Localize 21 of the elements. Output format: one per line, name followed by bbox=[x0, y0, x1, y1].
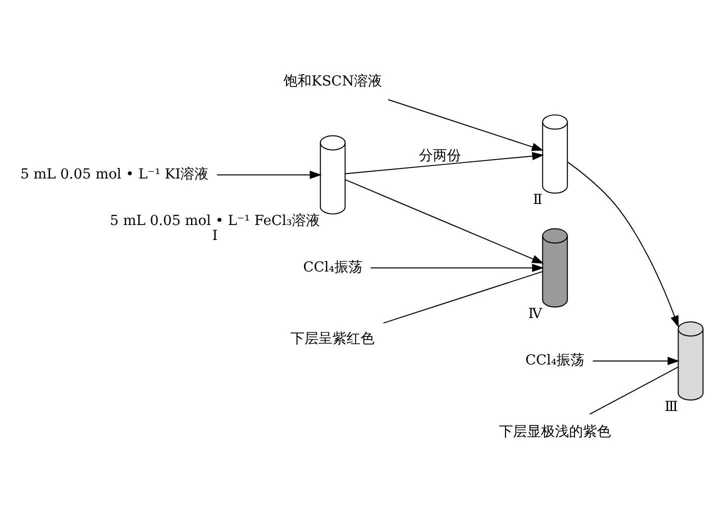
node-text: 下层呈紫红色 bbox=[290, 330, 375, 347]
node-label: Ⅲ bbox=[664, 399, 678, 416]
edge-label: 分两份 bbox=[419, 148, 462, 164]
node-label: Ⅰ bbox=[212, 228, 218, 244]
node-text: CCl₄振荡 bbox=[303, 260, 362, 276]
node-label: Ⅳ bbox=[528, 306, 542, 322]
connector bbox=[382, 271, 544, 324]
node-text: CCl₄振荡 bbox=[525, 352, 585, 369]
node-text: 5 mL 0.05 mol • L⁻¹ KI溶液 bbox=[20, 166, 209, 182]
arrow bbox=[388, 99, 544, 151]
node-text: 饱和KSCN溶液 bbox=[283, 73, 382, 90]
arrow bbox=[344, 152, 544, 174]
arrow bbox=[344, 179, 544, 264]
connector bbox=[589, 366, 679, 415]
arrow bbox=[567, 162, 679, 328]
node-text: 下层显极浅的紫色 bbox=[498, 424, 611, 440]
node-label: Ⅱ bbox=[532, 192, 542, 208]
arrow bbox=[370, 264, 544, 272]
node-label: 5 mL 0.05 mol • L⁻¹ FeCl₃溶液 bbox=[110, 213, 320, 230]
arrow bbox=[216, 170, 322, 179]
arrow bbox=[592, 356, 680, 366]
